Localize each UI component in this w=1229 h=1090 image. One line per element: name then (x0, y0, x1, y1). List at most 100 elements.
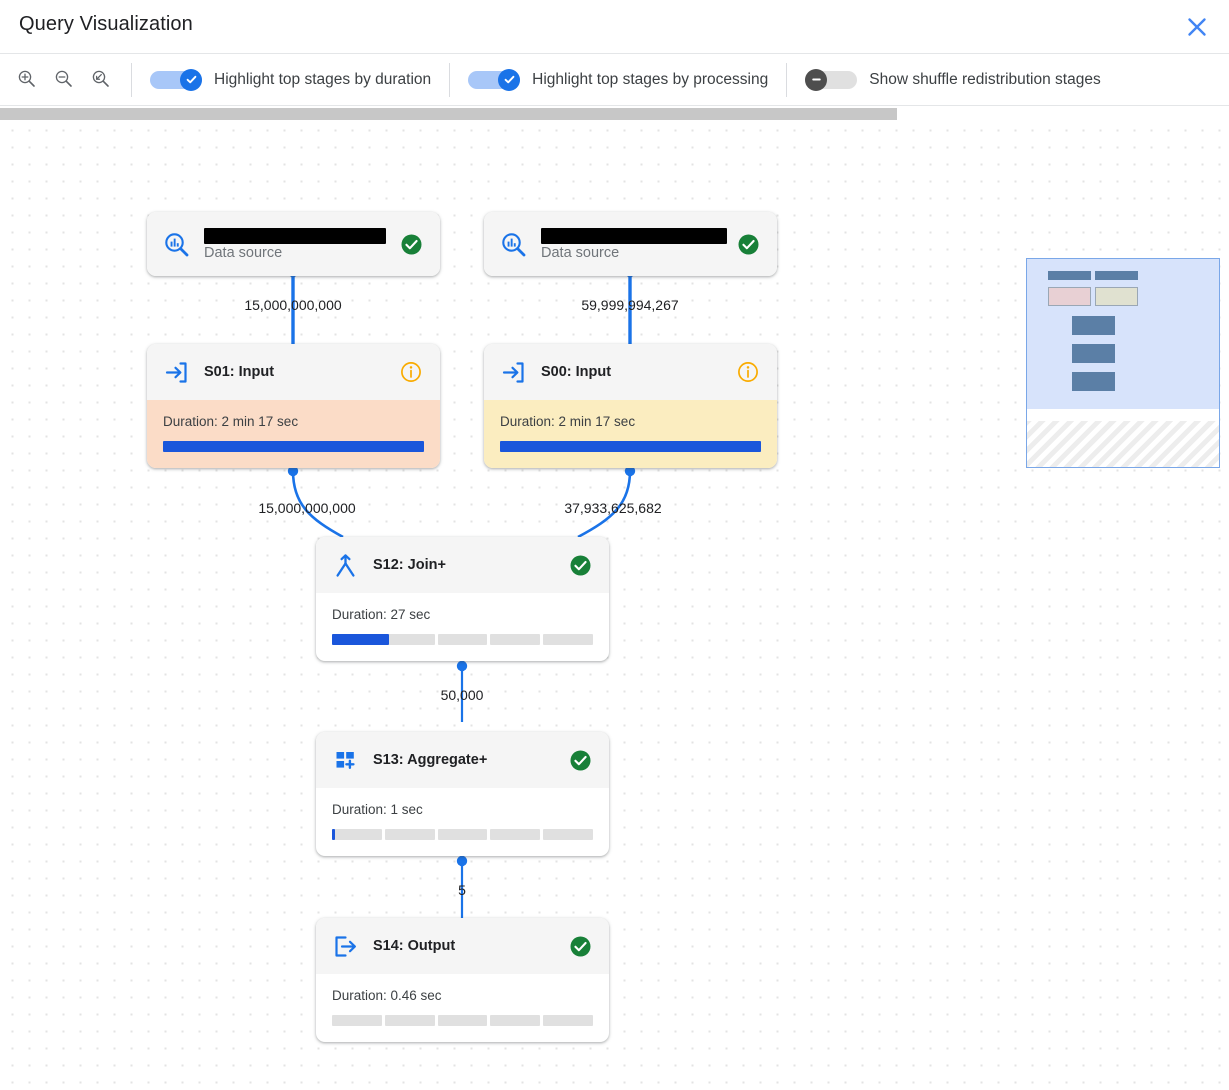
edge-label-ds-right-to-s00: 59,999,994,267 (581, 297, 679, 313)
status-badge-success (567, 749, 593, 772)
toggle-label-processing: Highlight top stages by processing (532, 70, 769, 88)
minimap-node-thumb (1072, 344, 1115, 363)
toggle-switch-processing[interactable] (468, 68, 521, 91)
edge-label-s01-to-s12: 15,000,000,000 (258, 500, 356, 516)
progress-fill (163, 441, 424, 452)
node-stage-s13-aggregate[interactable]: S13: Aggregate+ Duration: 1 sec (316, 732, 609, 856)
page-title: Query Visualization (19, 13, 193, 35)
progress-bar (163, 441, 424, 452)
close-button[interactable] (1179, 10, 1215, 44)
zoom-reset-icon (91, 69, 110, 91)
toolbar-separator-1 (131, 62, 132, 97)
node-body: Duration: 27 sec (316, 593, 609, 661)
minimap-node-thumb-highlight-duration (1048, 287, 1091, 306)
minimap-node-thumb (1048, 271, 1091, 280)
minimap-hatched-area (1027, 421, 1219, 467)
switch-thumb-unchecked (805, 68, 828, 91)
horizontal-scrollbar-thumb[interactable] (0, 108, 897, 120)
status-badge-success (398, 233, 424, 256)
switch-thumb-checked (498, 68, 521, 91)
status-badge-success (567, 554, 593, 577)
minimap-node-thumb-highlight-processing (1095, 287, 1138, 306)
zoom-controls (0, 67, 113, 93)
minimap-node-thumb (1072, 316, 1115, 335)
edge-label-s00-to-s12: 37,933,625,682 (564, 500, 662, 516)
check-icon (186, 75, 196, 84)
zoom-in-icon (17, 69, 36, 91)
toggle-label-duration: Highlight top stages by duration (214, 70, 432, 88)
toolbar-separator-3 (786, 62, 788, 97)
node-header: S01: Input (147, 344, 440, 400)
status-badge-success (567, 935, 593, 958)
node-header: S13: Aggregate+ (316, 732, 609, 788)
node-title: S00: Input (541, 364, 612, 380)
node-title: S12: Join+ (373, 557, 446, 573)
redacted-title-left (204, 227, 386, 244)
join-merge-icon (330, 552, 360, 579)
node-header: Data source (147, 212, 440, 276)
node-header: S00: Input (484, 344, 777, 400)
zoom-out-icon (54, 69, 73, 91)
duration-text: Duration: 1 sec (332, 802, 423, 817)
progress-segments (332, 829, 593, 840)
node-subtitle: Data source (204, 244, 283, 261)
minus-icon (811, 78, 821, 81)
node-data-source-left[interactable]: Data source (147, 212, 440, 276)
node-body: Duration: 1 sec (316, 788, 609, 856)
duration-text: Duration: 0.46 sec (332, 988, 442, 1003)
node-body: Duration: 0.46 sec (316, 974, 609, 1042)
toggle-switch-shuffle[interactable] (805, 68, 858, 91)
toggle-switch-duration[interactable] (150, 68, 202, 91)
progress-bar (332, 1015, 593, 1026)
node-stage-s01-input[interactable]: S01: Input Duration: 2 min 17 sec (147, 344, 440, 468)
zoom-in-button[interactable] (13, 67, 39, 93)
close-icon (1186, 16, 1208, 38)
redacted-title-right (541, 227, 727, 244)
node-title-wrap: S14: Output (360, 937, 567, 955)
toolbar: Highlight top stages by duration Highlig… (0, 53, 1229, 106)
node-title: S14: Output (373, 938, 456, 954)
graph-canvas[interactable]: 15,000,000,000 59,999,994,267 15,000,000… (0, 119, 1229, 1090)
status-badge-info[interactable] (735, 361, 761, 383)
horizontal-scrollbar[interactable] (0, 107, 1229, 120)
minimap-node-thumb (1095, 271, 1138, 280)
switch-thumb-checked (180, 68, 202, 91)
node-stage-s12-join[interactable]: S12: Join+ Duration: 27 sec (316, 537, 609, 661)
zoom-out-button[interactable] (50, 67, 76, 93)
node-stage-s00-input[interactable]: S00: Input Duration: 2 min 17 sec (484, 344, 777, 468)
node-header: S12: Join+ (316, 537, 609, 593)
toggle-highlight-top-stages-by-processing[interactable]: Highlight top stages by processing (468, 68, 769, 91)
edge-label-s12-to-s13: 50,000 (440, 687, 484, 703)
node-title: S13: Aggregate+ (373, 752, 488, 768)
aggregate-squares-plus-icon (330, 747, 360, 774)
status-badge-info[interactable] (398, 361, 424, 383)
minimap-node-thumb (1072, 372, 1115, 391)
progress-bar (332, 634, 593, 645)
progress-bar (500, 441, 761, 452)
status-badge-success (735, 233, 761, 256)
graph-minimap[interactable] (1026, 258, 1220, 468)
progress-segments (332, 1015, 593, 1026)
data-source-search-icon (498, 231, 528, 258)
node-body: Duration: 2 min 17 sec (484, 400, 777, 468)
node-title-wrap: S13: Aggregate+ (360, 751, 567, 769)
node-stage-s14-output[interactable]: S14: Output Duration: 0.46 sec (316, 918, 609, 1042)
data-source-search-icon (161, 231, 191, 258)
toolbar-separator-2 (449, 62, 451, 97)
edge-label-s13-to-s14: 5 (458, 882, 466, 898)
title-bar: Query Visualization (0, 0, 1229, 53)
output-arrow-icon (330, 933, 360, 960)
progress-fill (500, 441, 761, 452)
zoom-reset-button[interactable] (87, 67, 113, 93)
node-title-wrap: Data source (191, 227, 398, 261)
node-data-source-right[interactable]: Data source (484, 212, 777, 276)
node-header: Data source (484, 212, 777, 276)
node-title: S01: Input (204, 364, 275, 380)
edge-label-ds-left-to-s01: 15,000,000,000 (244, 297, 342, 313)
toggle-highlight-top-stages-by-duration[interactable]: Highlight top stages by duration (150, 68, 432, 91)
progress-fill (332, 829, 336, 840)
toggle-show-shuffle-redistribution-stages[interactable]: Show shuffle redistribution stages (805, 68, 1101, 91)
progress-fill (332, 634, 390, 645)
check-icon (504, 75, 514, 84)
progress-bar (332, 829, 593, 840)
